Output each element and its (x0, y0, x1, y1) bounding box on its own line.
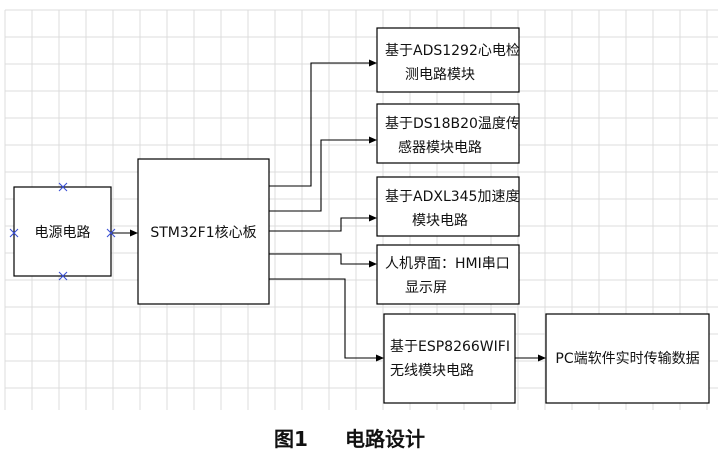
label-hmi-display: 人机界面：HMI串口 显示屏 (385, 256, 514, 296)
arrow-mcu-to-ads (369, 59, 377, 67)
label-adxl345-module: 基于ADXL345加速度 模块电路 (385, 188, 524, 229)
label-power-supply: 电源电路 (35, 225, 91, 241)
box-adxl345-module (376, 176, 520, 237)
x-marker-left (9, 228, 19, 238)
edge-mcu-to-adxl (269, 217, 369, 232)
node-hmi-display: 人机界面：HMI串口 显示屏 (376, 244, 520, 305)
x-marker-right (106, 228, 116, 238)
arrow-power-to-mcu (130, 229, 138, 237)
arrow-mcu-to-hmi (369, 260, 377, 268)
x-marker-bottom (58, 271, 68, 281)
figure-caption-number: 图1 (274, 427, 308, 451)
node-ads1292-module: 基于ADS1292心电检 测电路模块 (376, 27, 524, 93)
edge-mcu-to-hmi (269, 253, 369, 265)
figure-caption-title: 电路设计 (345, 427, 425, 451)
node-power-supply: 电源电路 (13, 186, 112, 277)
label-pc-software: PC端软件实时传输数据 (555, 351, 699, 367)
node-stm32-core-board: STM32F1核心板 (137, 158, 270, 305)
arrow-mcu-to-adxl (369, 214, 377, 222)
node-esp8266-module: 基于ESP8266WIFI 无线模块电路 (383, 313, 516, 404)
node-pc-software: PC端软件实时传输数据 (545, 313, 710, 404)
arrow-esp-to-pc (538, 354, 546, 362)
box-hmi-display (376, 244, 520, 305)
arrow-mcu-to-ds (369, 136, 377, 144)
box-ads1292-module (376, 27, 520, 93)
x-marker-top (58, 182, 68, 192)
label-ads1292-module: 基于ADS1292心电检 测电路模块 (385, 42, 524, 83)
edge-mcu-to-ads (269, 62, 369, 187)
node-adxl345-module: 基于ADXL345加速度 模块电路 (376, 176, 524, 237)
box-ds18b20-module (376, 103, 520, 164)
arrow-mcu-to-esp (376, 354, 384, 362)
box-esp8266-module (383, 313, 516, 404)
node-ds18b20-module: 基于DS18B20温度传 感器模块电路 (376, 103, 524, 164)
label-esp8266-module: 基于ESP8266WIFI 无线模块电路 (390, 338, 514, 379)
label-stm32-core-board: STM32F1核心板 (150, 225, 256, 241)
edge-mcu-to-ds (269, 139, 369, 212)
connection-markers (9, 182, 116, 281)
label-ds18b20-module: 基于DS18B20温度传 感器模块电路 (385, 115, 524, 156)
box-stm32-core-board (137, 158, 270, 305)
edge-mcu-to-esp (269, 278, 376, 359)
box-pc-software (545, 313, 710, 404)
connectors (111, 59, 546, 362)
